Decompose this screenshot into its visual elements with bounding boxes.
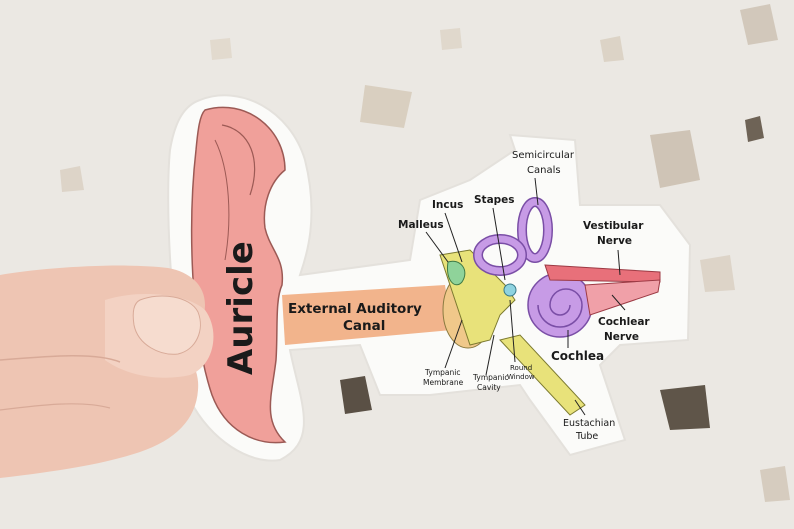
tympanic-cavity-label-line1: Tympanic bbox=[472, 373, 508, 382]
vestibular-label-line2: Nerve bbox=[597, 235, 632, 247]
incus-label: Incus bbox=[432, 199, 463, 211]
vestibular-label-line1: Vestibular bbox=[583, 220, 644, 232]
leader-lines bbox=[425, 177, 626, 416]
stapes-label: Stapes bbox=[474, 194, 515, 206]
hand bbox=[0, 265, 214, 478]
auricle-label: Auricle bbox=[221, 241, 261, 375]
semicircular-label-line1: Semicircular bbox=[512, 150, 575, 161]
cochlea-label: Cochlea bbox=[551, 349, 604, 363]
tympanic-membrane-label-line2: Membrane bbox=[423, 378, 464, 387]
round-window-label-line2: Window bbox=[507, 373, 535, 381]
eustachian-label-line1: Eustachian bbox=[563, 418, 615, 429]
thumbnail bbox=[132, 295, 201, 355]
canal-label-line1: External Auditory bbox=[288, 301, 422, 317]
malleus-label: Malleus bbox=[398, 219, 444, 231]
cochlear-nerve-shape bbox=[584, 279, 661, 316]
eustachian-label-line2: Tube bbox=[575, 431, 598, 442]
cochlear-nerve-label-line2: Nerve bbox=[604, 331, 639, 343]
cochlear-nerve-label-line1: Cochlear bbox=[598, 316, 650, 328]
inner-ear bbox=[473, 197, 593, 338]
canal-label-line2: Canal bbox=[343, 318, 385, 334]
sticker: Auricle External Auditory Canal Semicirc… bbox=[167, 94, 692, 462]
canal-shape bbox=[282, 285, 452, 345]
tympanic-membrane-label-line1: Tympanic bbox=[424, 368, 460, 377]
auricle-shape bbox=[190, 106, 287, 444]
tympanic-cavity-label-line2: Cavity bbox=[477, 383, 501, 392]
round-window-label-line1: Round bbox=[510, 364, 532, 372]
semicircular-label-line2: Canals bbox=[527, 165, 561, 176]
